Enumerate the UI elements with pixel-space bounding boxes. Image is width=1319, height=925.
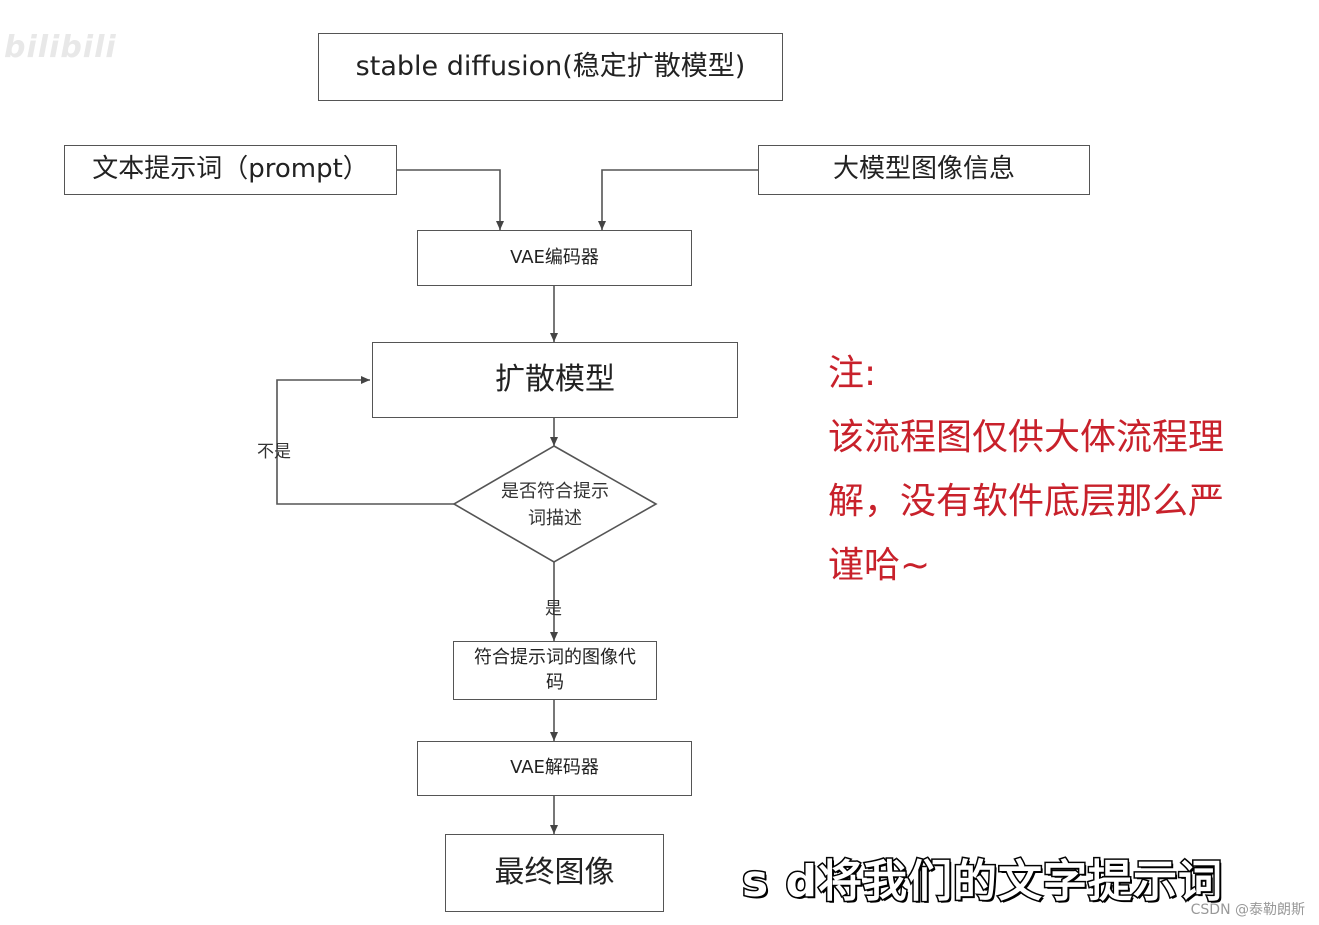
decision-text: 是否符合提示词描述 — [501, 481, 609, 529]
final-image-text: 最终图像 — [494, 854, 615, 890]
vae-decoder-text: VAE解码器 — [510, 757, 599, 779]
bilibili-logo: bilibili — [4, 30, 117, 65]
video-subtitle: s d将我们的文字提示词 — [741, 855, 1224, 909]
decision-diamond — [452, 445, 658, 563]
model-info-text: 大模型图像信息 — [832, 154, 1015, 185]
prompt-input-box: 文本提示词（prompt） — [64, 145, 397, 195]
title-text: stable diffusion(稳定扩散模型) — [355, 50, 746, 82]
vae-encoder-box: VAE编码器 — [417, 230, 692, 286]
diffusion-model-box: 扩散模型 — [372, 342, 738, 418]
note-line-3: 谨哈~ — [828, 545, 931, 586]
vae-encoder-text: VAE编码器 — [510, 246, 599, 268]
yes-label: 是 — [545, 599, 562, 619]
vae-decoder-box: VAE解码器 — [417, 741, 692, 796]
diffusion-model-text: 扩散模型 — [495, 361, 615, 397]
prompt-input-text: 文本提示词（prompt） — [92, 154, 369, 185]
title-box: stable diffusion(稳定扩散模型) — [318, 33, 783, 101]
note-line-1: 该流程图仅供大体流程理 — [828, 417, 1225, 458]
model-info-box: 大模型图像信息 — [758, 145, 1090, 195]
arrow-info-to-encoder — [598, 169, 758, 230]
note-block: 注: 该流程图仅供大体流程理 解，没有软件底层那么严 谨哈~ — [828, 342, 1268, 598]
note-line-2: 解，没有软件底层那么严 — [828, 481, 1225, 522]
no-label: 不是 — [257, 442, 291, 462]
final-image-box: 最终图像 — [445, 834, 664, 912]
image-code-box: 符合提示词的图像代码 — [453, 641, 657, 700]
note-heading: 注: — [828, 353, 877, 394]
image-code-text: 符合提示词的图像代码 — [474, 647, 636, 693]
arrow-decision-no-loop — [276, 376, 454, 505]
csdn-watermark: CSDN @泰勒朗斯 — [1190, 902, 1305, 918]
arrow-prompt-to-encoder — [397, 169, 504, 230]
